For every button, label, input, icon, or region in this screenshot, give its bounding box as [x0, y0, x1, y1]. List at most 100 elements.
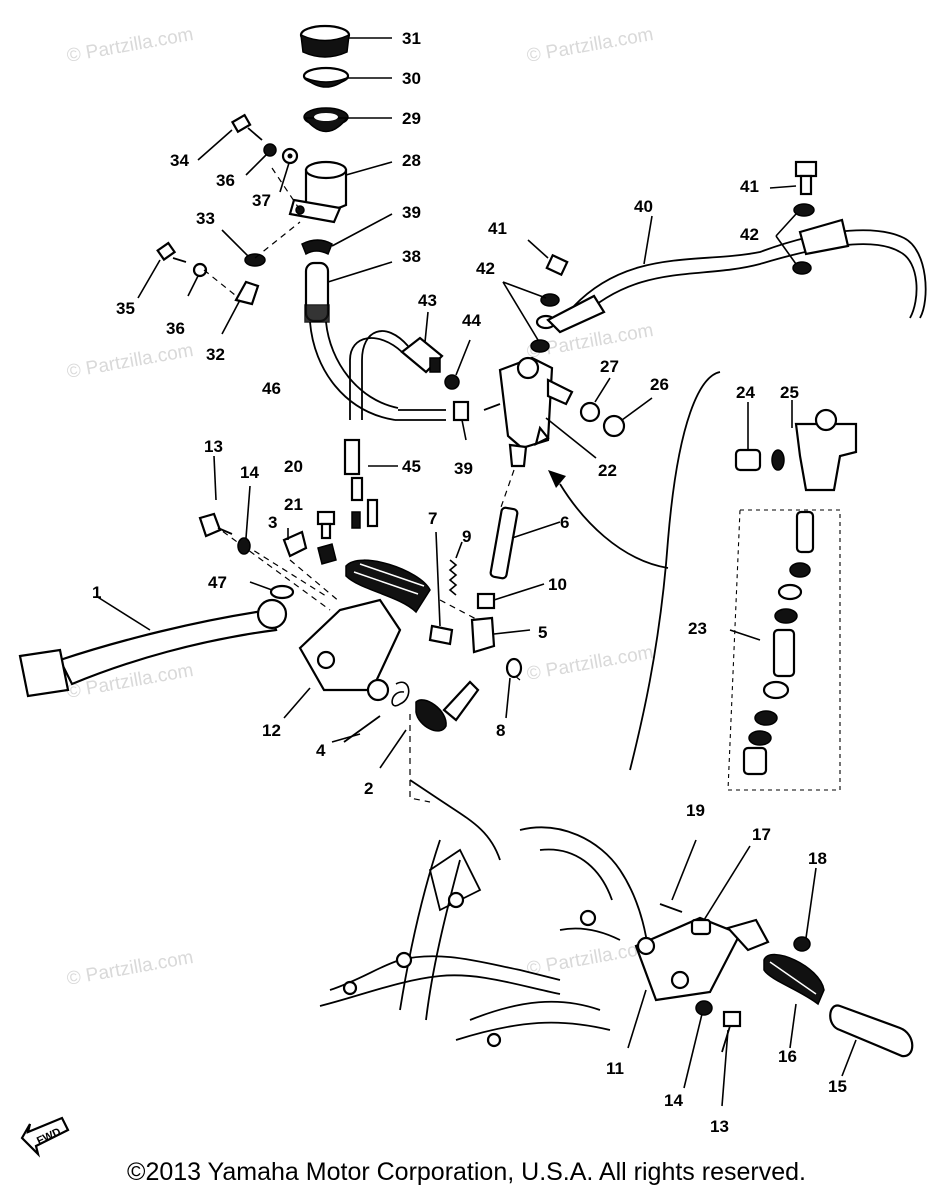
callout-18: 18 [808, 849, 827, 868]
footrest-bracket-11 [627, 916, 770, 1049]
fitting-24 [734, 402, 762, 472]
footrest-bracket-12 [283, 598, 402, 719]
callout-29: 29 [402, 109, 421, 128]
bolt-13b [721, 1010, 742, 1107]
callout-41b: 41 [740, 177, 759, 196]
watermark: © Partzilla.com [65, 947, 195, 990]
callout-27: 27 [600, 357, 619, 376]
pin-19 [659, 839, 697, 913]
pushrod-6 [489, 506, 561, 580]
callout-3: 3 [268, 513, 277, 532]
washer-36a [245, 143, 277, 176]
callout-4: 4 [316, 741, 326, 760]
watermark: © Partzilla.com [525, 937, 655, 980]
nut-21 [317, 543, 337, 565]
callout-38: 38 [402, 247, 421, 266]
callout-11: 11 [606, 1059, 624, 1078]
callout-42b: 42 [740, 225, 759, 244]
callout-44: 44 [462, 311, 481, 330]
shaft-2 [379, 680, 480, 769]
callout-37: 37 [252, 191, 271, 210]
brake-hose-40 [546, 215, 927, 334]
callout-36b: 36 [166, 319, 185, 338]
callout-16: 16 [778, 1047, 797, 1066]
callout-1: 1 [92, 583, 101, 602]
clip-39b [452, 400, 470, 441]
washer-27 [579, 377, 611, 423]
pivot-17 [690, 845, 751, 936]
bolt-35 [137, 241, 187, 299]
callout-36a: 36 [216, 171, 235, 190]
footpeg-16 [763, 953, 825, 1049]
callout-39a: 39 [402, 203, 421, 222]
callout-19: 19 [686, 801, 705, 820]
callout-15: 15 [828, 1077, 847, 1096]
washers-42-top [775, 203, 815, 275]
callout-35: 35 [116, 299, 135, 318]
callout-25: 25 [780, 383, 799, 402]
callout-26: 26 [650, 375, 669, 394]
washer-44 [444, 339, 471, 390]
footpeg-rubber [345, 559, 431, 614]
hose-clip-39 [301, 213, 393, 256]
callout-28: 28 [402, 151, 421, 170]
cylinder-body-25 [791, 400, 858, 492]
bolt-34 [197, 113, 263, 161]
callout-8: 8 [496, 721, 505, 740]
watermark: © Partzilla.com [65, 340, 195, 383]
bracket-32 [221, 280, 260, 335]
callout-45: 45 [402, 457, 421, 476]
bolt-20 [316, 510, 336, 540]
hose-38-46 [304, 261, 399, 421]
callout-21: 21 [284, 495, 303, 514]
bolt-13 [198, 455, 233, 538]
watermark: © Partzilla.com [525, 642, 655, 685]
pin-7 [428, 531, 454, 646]
callout-5: 5 [538, 623, 547, 642]
washer-47 [249, 581, 295, 600]
assembly-guides [203, 167, 521, 803]
washer-37 [279, 147, 299, 193]
callout-46: 46 [262, 379, 281, 398]
callout-numbers: 1 2 3 4 5 6 7 8 9 10 11 12 13 13 14 14 1… [92, 29, 847, 1136]
callout-33: 33 [196, 209, 215, 228]
callout-2: 2 [364, 779, 373, 798]
callout-13b: 13 [710, 1117, 729, 1136]
bolt-41-hose [527, 239, 569, 277]
washers-42 [502, 281, 560, 353]
bolt-3 [282, 528, 308, 558]
pin-8 [505, 657, 523, 719]
callout-10: 10 [548, 575, 567, 594]
washer-36b [187, 262, 208, 297]
diaphragm-29 [303, 107, 392, 133]
copyright-notice: ©2013 Yamaha Motor Corporation, U.S.A. A… [127, 1158, 806, 1186]
master-cylinder-22 [483, 356, 597, 468]
reservoir-cap-31 [299, 24, 392, 58]
callout-47: 47 [208, 573, 227, 592]
brake-pedal-1 [18, 595, 288, 698]
watermarks: © Partzilla.com © Partzilla.com © Partzi… [65, 24, 655, 990]
wiring-45 [343, 330, 446, 529]
callout-23: 23 [688, 619, 707, 638]
piston-kit-23 [727, 509, 841, 791]
cap-26 [602, 397, 653, 438]
callout-9: 9 [462, 527, 471, 546]
washer-18 [793, 867, 817, 952]
reservoir-tank-28 [288, 160, 393, 224]
callout-13a: 13 [204, 437, 223, 456]
fwd-arrow-icon: FWD [20, 1116, 70, 1158]
callout-14b: 14 [664, 1091, 683, 1110]
callout-39b: 39 [454, 459, 473, 478]
callout-17: 17 [752, 825, 771, 844]
callout-30: 30 [402, 69, 421, 88]
assembly-bracket [548, 371, 721, 771]
frame-outline [319, 779, 651, 1048]
callout-31: 31 [402, 29, 421, 48]
callout-42a: 42 [476, 259, 495, 278]
callout-34: 34 [170, 151, 189, 170]
callout-6: 6 [560, 513, 569, 532]
callout-41a: 41 [488, 219, 507, 238]
callout-12: 12 [262, 721, 281, 740]
clevis-5 [470, 616, 531, 654]
